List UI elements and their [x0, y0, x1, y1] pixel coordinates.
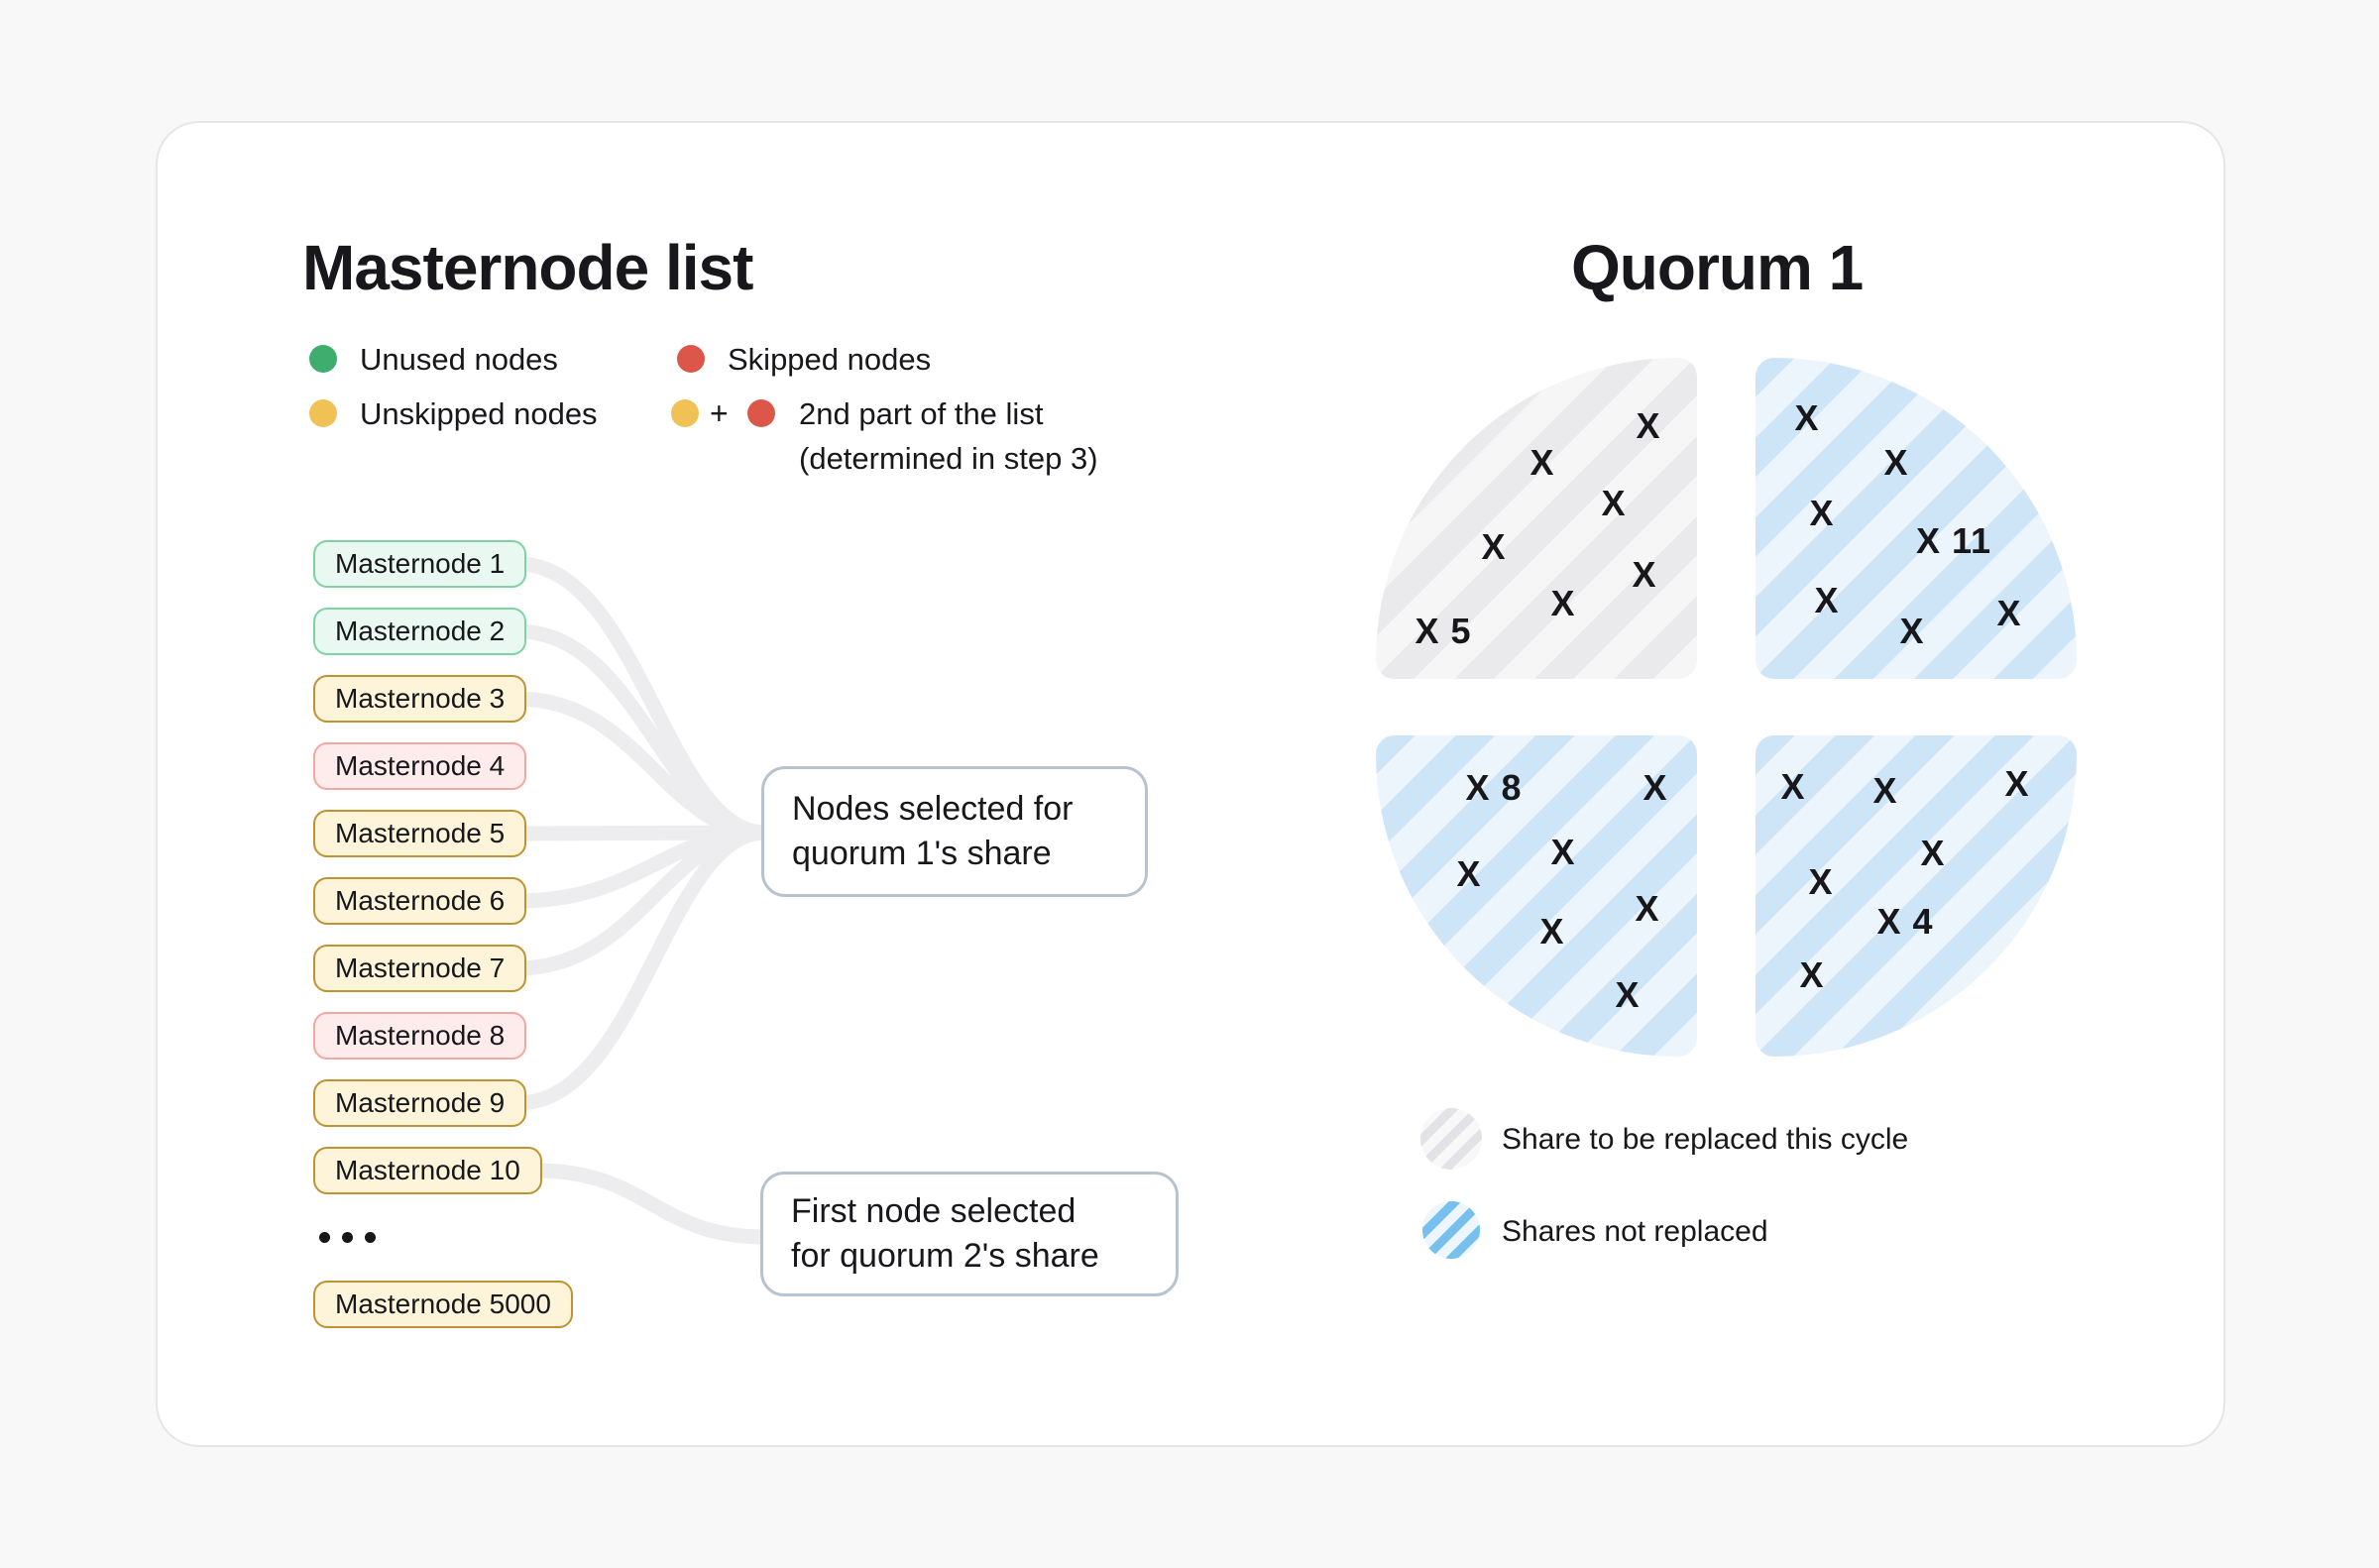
mark-x: X: [1635, 888, 1660, 929]
mark-x: X: [1643, 767, 1668, 808]
mark-x: X: [1799, 954, 1825, 995]
masternode-item: Masternode 5000: [313, 1281, 573, 1328]
masternode-list: Masternode 1 Masternode 2 Masternode 3 Mast…: [313, 540, 573, 1348]
masternode-list-title: Masternode list: [302, 232, 753, 303]
ellipsis-dot: [342, 1232, 353, 1243]
legend-label-unused: Unused nodes: [360, 342, 558, 377]
mark-x: X: [1872, 770, 1898, 811]
legend-label-skipped: Skipped nodes: [728, 342, 932, 377]
legend-label-replaced: Share to be replaced this cycle: [1502, 1123, 1909, 1156]
legend-label-unskipped: Unskipped nodes: [360, 396, 598, 431]
mark-x: X: [1636, 405, 1661, 446]
mark-x: X: [1883, 442, 1909, 483]
mark-x: X: [1632, 554, 1657, 595]
callout-quorum1-line2: quorum 1's share: [792, 835, 1052, 872]
legend-dot-secondpart-red: [747, 399, 775, 427]
callout-quorum2-line1: First node selected: [791, 1192, 1076, 1230]
legend-dot-skipped: [677, 345, 705, 373]
mark-x: X: [1920, 833, 1946, 873]
masternode-item: Masternode 3: [313, 675, 527, 723]
legend-dot-secondpart-yellow: [671, 399, 699, 427]
ellipsis-dot: [365, 1232, 376, 1243]
mark-x: X: [1456, 853, 1482, 894]
callout-quorum1-line1: Nodes selected for: [792, 790, 1074, 828]
masternode-item: Masternode 7: [313, 945, 527, 992]
masternode-item: Masternode 6: [313, 877, 527, 925]
legend-dot-unskipped: [309, 399, 337, 427]
mark-x: X: [1899, 611, 1925, 651]
mark-x-count: X 4: [1876, 901, 1934, 942]
callout-quorum1-share: Nodes selected for quorum 1's share: [761, 766, 1148, 897]
mark-x: X: [1814, 580, 1840, 620]
legend-circle-kept: [1422, 1201, 1480, 1259]
mark-x: X: [1481, 526, 1507, 567]
mark-x: X: [1550, 583, 1576, 623]
list-ellipsis: [313, 1214, 573, 1261]
callout-quorum2-share: First node selected for quorum 2's share: [760, 1172, 1179, 1296]
mark-x: X: [1809, 493, 1835, 533]
mark-x: X: [1539, 911, 1565, 952]
mark-x: X: [1550, 832, 1576, 872]
mark-x-count: X 5: [1415, 611, 1472, 651]
masternode-item: Masternode 4: [313, 742, 527, 790]
mark-x: X: [1996, 593, 2022, 633]
masternode-item: Masternode 2: [313, 608, 527, 655]
mark-x: X: [1794, 397, 1820, 438]
mark-x-count: X 11: [1915, 520, 1992, 561]
mark-x-count: X 8: [1465, 767, 1523, 808]
callout-quorum2-line2: for quorum 2's share: [791, 1237, 1099, 1275]
masternode-item: Masternode 9: [313, 1079, 527, 1127]
legend-dot-unused: [309, 345, 337, 373]
mark-x: X: [1615, 974, 1641, 1015]
masternode-item: Masternode 8: [313, 1012, 527, 1060]
masternode-item: Masternode 1: [313, 540, 527, 588]
mark-x: X: [2004, 763, 2030, 804]
legend-circle-replaced: [1420, 1108, 1482, 1170]
legend-plus-sign: +: [710, 395, 729, 431]
masternode-item: Masternode 10: [313, 1147, 542, 1194]
legend-label-secondpart-line2: (determined in step 3): [799, 441, 1098, 476]
quorum-title: Quorum 1: [1571, 232, 1864, 303]
masternode-item: Masternode 5: [313, 810, 527, 857]
mark-x: X: [1601, 483, 1627, 523]
legend-label-kept: Shares not replaced: [1502, 1215, 1768, 1248]
legend-label-secondpart-line1: 2nd part of the list: [799, 396, 1044, 431]
mark-x: X: [1529, 442, 1555, 483]
ellipsis-dot: [319, 1232, 330, 1243]
mark-x: X: [1780, 766, 1806, 807]
mark-x: X: [1808, 861, 1834, 902]
